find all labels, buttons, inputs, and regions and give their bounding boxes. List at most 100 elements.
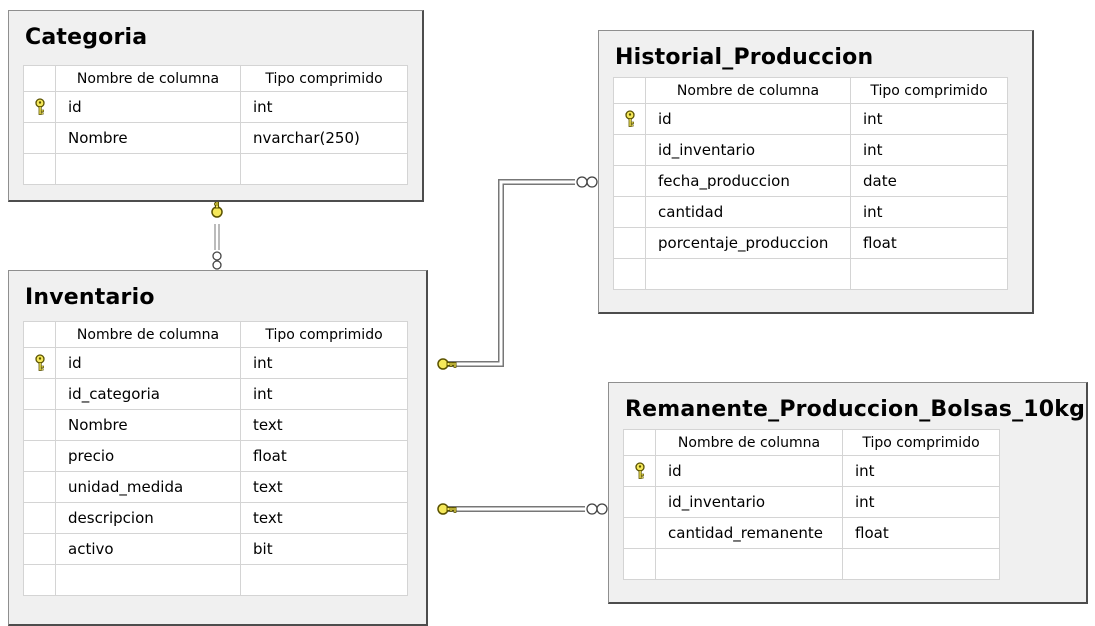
column-name-cell[interactable]: id_categoria [55, 378, 241, 410]
relation-inventario-historial[interactable] [437, 176, 598, 370]
column-type-cell[interactable]: float [240, 440, 408, 472]
column-header-type: Tipo comprimido [240, 65, 408, 92]
column-name-cell[interactable]: porcentaje_produccion [645, 227, 851, 259]
key-end-icon [437, 358, 457, 370]
column-type-cell[interactable]: nvarchar(250) [240, 122, 408, 154]
column-name-cell[interactable]: id_inventario [655, 486, 843, 518]
row-selector[interactable] [613, 103, 646, 135]
column-header-name: Nombre de columna [55, 321, 241, 348]
row-selector[interactable] [23, 378, 56, 410]
column-type-cell[interactable]: int [850, 134, 1008, 166]
column-name-cell[interactable]: id [55, 347, 241, 379]
row-selector[interactable] [23, 533, 56, 565]
relation-inventario-remanente[interactable] [437, 503, 608, 515]
column-type-cell[interactable]: int [850, 196, 1008, 228]
column-header-type: Tipo comprimido [850, 77, 1008, 104]
column-type-cell[interactable]: int [850, 103, 1008, 135]
row-selector[interactable] [623, 455, 656, 487]
row-selector[interactable] [23, 440, 56, 472]
column-name-cell[interactable]: id [55, 91, 241, 123]
column-type-cell[interactable]: text [240, 471, 408, 503]
column-type-cell[interactable]: int [240, 347, 408, 379]
row-selector[interactable] [23, 347, 56, 379]
row-selector[interactable] [613, 227, 646, 259]
empty-new-row[interactable] [23, 153, 408, 185]
table-historial-produccion[interactable]: Historial_Produccion Nombre de columna T… [598, 30, 1034, 314]
empty-new-row[interactable] [613, 258, 1008, 290]
column-name-cell[interactable]: unidad_medida [55, 471, 241, 503]
table-remanente-produccion-bolsas-10kg[interactable]: Remanente_Produccion_Bolsas_10kg Nombre … [608, 382, 1088, 604]
column-name-cell[interactable]: id [655, 455, 843, 487]
table-title: Historial_Produccion [615, 45, 874, 70]
column-header-name: Nombre de columna [645, 77, 851, 104]
column-header-type: Tipo comprimido [842, 429, 1000, 456]
empty-new-row[interactable] [23, 564, 408, 596]
infinity-end-icon [212, 251, 222, 270]
row-selector[interactable] [23, 409, 56, 441]
column-type-cell[interactable]: float [842, 517, 1000, 549]
column-type-cell[interactable]: text [240, 502, 408, 534]
column-type-cell[interactable]: int [842, 486, 1000, 518]
infinity-end-icon [586, 503, 608, 515]
row-selector[interactable] [23, 502, 56, 534]
column-name-cell[interactable]: id_inventario [645, 134, 851, 166]
column-name-cell[interactable]: id [645, 103, 851, 135]
column-type-cell[interactable]: int [240, 378, 408, 410]
column-name-cell[interactable]: cantidad [645, 196, 851, 228]
column-name-cell[interactable]: Nombre [55, 122, 241, 154]
key-end-icon [437, 503, 457, 515]
row-selector[interactable] [23, 471, 56, 503]
column-type-cell[interactable]: date [850, 165, 1008, 197]
column-name-cell[interactable]: precio [55, 440, 241, 472]
column-type-cell[interactable]: int [842, 455, 1000, 487]
column-type-cell[interactable]: text [240, 409, 408, 441]
row-selector[interactable] [23, 91, 56, 123]
column-type-cell[interactable]: bit [240, 533, 408, 565]
row-selector[interactable] [623, 517, 656, 549]
empty-new-row[interactable] [623, 548, 1000, 580]
column-type-cell[interactable]: int [240, 91, 408, 123]
column-name-cell[interactable]: activo [55, 533, 241, 565]
table-categoria[interactable]: Categoria Nombre de columna Tipo comprim… [8, 10, 424, 202]
primary-key-icon [624, 110, 635, 128]
column-type-cell[interactable]: float [850, 227, 1008, 259]
table-title: Categoria [25, 25, 148, 50]
row-selector[interactable] [613, 165, 646, 197]
table-title: Inventario [25, 285, 155, 310]
column-name-cell[interactable]: fecha_produccion [645, 165, 851, 197]
relation-categoria-inventario[interactable] [211, 198, 223, 270]
column-name-cell[interactable]: cantidad_remanente [655, 517, 843, 549]
row-selector[interactable] [23, 122, 56, 154]
row-selector[interactable] [613, 134, 646, 166]
primary-key-icon [34, 98, 45, 116]
column-header-type: Tipo comprimido [240, 321, 408, 348]
column-name-cell[interactable]: Nombre [55, 409, 241, 441]
row-selector[interactable] [623, 486, 656, 518]
table-inventario[interactable]: Inventario Nombre de columna Tipo compri… [8, 270, 428, 626]
column-name-cell[interactable]: descripcion [55, 502, 241, 534]
column-header-name: Nombre de columna [655, 429, 843, 456]
row-selector[interactable] [613, 196, 646, 228]
